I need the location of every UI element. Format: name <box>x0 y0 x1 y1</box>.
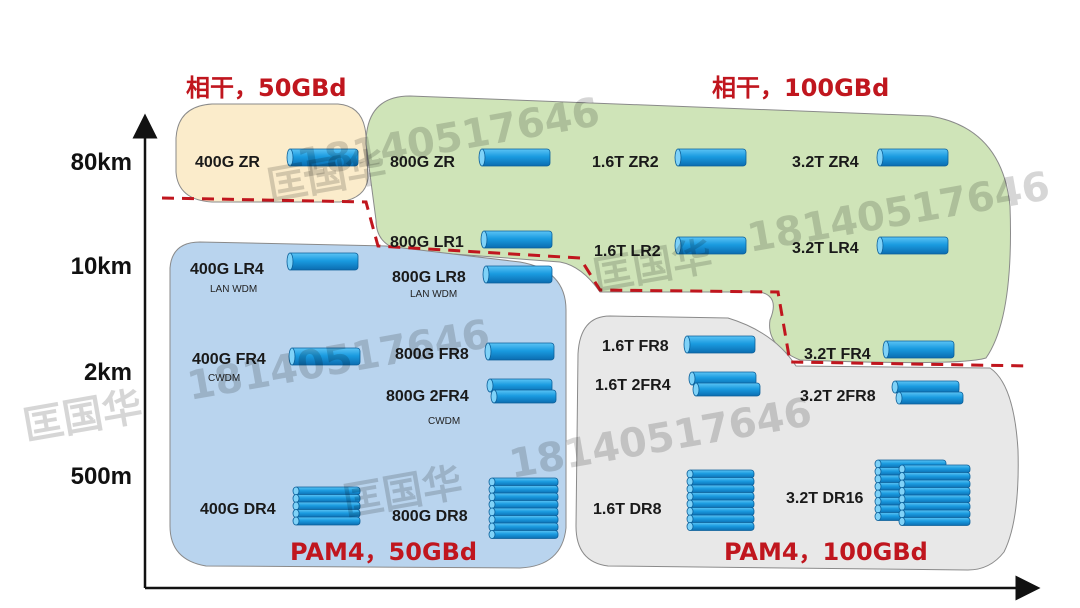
fiber-icon-800g-fr8 <box>484 342 555 361</box>
y-label-500m: 500m <box>71 463 132 490</box>
header-pam4-100gbd: PAM4，100GBd <box>724 538 928 566</box>
fiber-icon-400g-zr <box>286 148 359 167</box>
fiber-icon-800g-lr8 <box>482 265 553 284</box>
label-800g-lr8: 800G LR8 <box>392 269 466 286</box>
fiber-icon-1-6t-2fr4-a <box>688 371 757 386</box>
label-1-6t-fr8: 1.6T FR8 <box>602 338 669 355</box>
fiber-icon-800g-dr8-8 <box>488 530 559 539</box>
fiber-icon-1-6t-dr8-4 <box>686 492 755 501</box>
fiber-icon-1-6t-fr8 <box>683 335 756 354</box>
header-coherent-100gbd: 相干，100GBd <box>712 74 889 102</box>
fiber-icon-800g-dr8-3 <box>488 492 559 502</box>
label-3-2t-zr4: 3.2T ZR4 <box>792 154 859 171</box>
label-400g-dr4: 400G DR4 <box>200 501 276 518</box>
label-1-6t-zr2: 1.6T ZR2 <box>592 154 659 171</box>
fiber-icon-3-2t-dr16-b-4 <box>898 487 971 496</box>
fiber-icon-800g-zr <box>478 148 551 167</box>
coherent-50gbd-region <box>175 103 369 203</box>
fiber-icon-400g-dr4-1 <box>292 486 361 496</box>
fiber-icon-400g-lr4 <box>286 252 359 271</box>
fiber-icons <box>286 148 971 539</box>
label-3-2t-2fr8: 3.2T 2FR8 <box>800 388 876 405</box>
label-800g-dr8: 800G DR8 <box>392 508 468 525</box>
fiber-icon-3-2t-dr16-b-1 <box>898 464 971 474</box>
coherent-pam4-boundary <box>161 196 1031 368</box>
label-400g-fr4: 400G FR4 <box>192 351 266 368</box>
fiber-icon-1-6t-dr8-2 <box>686 477 755 486</box>
fiber-icon-3-2t-zr4 <box>876 148 949 167</box>
fiber-icon-800g-2fr4-a <box>486 378 553 393</box>
fiber-icon-3-2t-lr4 <box>876 236 949 255</box>
label-3-2t-lr4: 3.2T LR4 <box>792 240 859 257</box>
sublabel-400g-fr4: CWDM <box>208 373 240 384</box>
y-label-2km: 2km <box>84 359 132 386</box>
label-3-2t-dr16: 3.2T DR16 <box>786 490 863 507</box>
label-1-6t-2fr4: 1.6T 2FR4 <box>595 377 671 394</box>
fiber-icon-1-6t-2fr4-b <box>692 382 761 397</box>
fiber-icon-800g-lr1 <box>480 230 553 249</box>
fiber-icon-3-2t-fr4 <box>882 340 955 359</box>
label-800g-lr1: 800G LR1 <box>390 234 464 251</box>
y-label-80km: 80km <box>71 149 132 176</box>
fiber-icon-400g-dr4-4 <box>292 509 361 518</box>
sublabel-800g-lr8: LAN WDM <box>410 289 457 300</box>
sublabel-800g-2fr4: CWDM <box>428 416 460 427</box>
module-labels: 400G ZR 800G ZR 1.6T ZR2 3.2T ZR4 800G L… <box>190 154 876 525</box>
label-800g-fr8: 800G FR8 <box>395 346 469 363</box>
fiber-icon-800g-2fr4-b <box>490 389 557 404</box>
label-400g-lr4: 400G LR4 <box>190 261 264 278</box>
fiber-icon-3-2t-2fr8-a <box>891 380 960 394</box>
label-400g-zr: 400G ZR <box>195 154 260 171</box>
label-800g-zr: 800G ZR <box>390 154 455 171</box>
fiber-icon-800g-dr8-4 <box>488 500 559 509</box>
fiber-icon-3-2t-dr16-b-2 <box>898 472 971 481</box>
fiber-icon-3-2t-2fr8-b <box>895 391 964 405</box>
label-3-2t-fr4: 3.2T FR4 <box>804 346 871 363</box>
fiber-icon-1-6t-dr8-7 <box>686 514 755 524</box>
fiber-icon-1-6t-dr8-1 <box>686 469 755 479</box>
header-pam4-50gbd: PAM4，50GBd <box>290 538 477 566</box>
y-label-10km: 10km <box>71 253 132 280</box>
fiber-icon-800g-dr8-5 <box>488 507 559 517</box>
fiber-icon-1-6t-zr2 <box>674 148 747 167</box>
header-coherent-50gbd: 相干，50GBd <box>186 74 347 102</box>
fiber-icon-1-6t-dr8-8 <box>686 522 755 531</box>
fiber-icon-3-2t-dr16-b-6 <box>898 502 971 511</box>
fiber-icon-400g-fr4 <box>288 347 361 366</box>
fiber-icon-1-6t-lr2 <box>674 236 747 255</box>
label-800g-2fr4: 800G 2FR4 <box>386 388 469 405</box>
label-1-6t-dr8: 1.6T DR8 <box>593 501 662 518</box>
fiber-icon-1-6t-dr8-6 <box>686 507 755 516</box>
fiber-icon-3-2t-dr16-b-3 <box>898 479 971 489</box>
fiber-icon-3-2t-dr16-b-5 <box>898 494 971 504</box>
sublabel-400g-lr4: LAN WDM <box>210 284 257 295</box>
pam4-50gbd-region <box>169 241 567 569</box>
label-1-6t-lr2: 1.6T LR2 <box>594 243 661 260</box>
fiber-icon-400g-dr4-5 <box>292 516 361 526</box>
fiber-icon-800g-dr8-6 <box>488 515 559 524</box>
fiber-icon-3-2t-dr16-b-7 <box>898 509 971 519</box>
fiber-icon-800g-dr8-7 <box>488 522 559 532</box>
fiber-icon-3-2t-dr16-b-8 <box>898 517 971 526</box>
fiber-icon-1-6t-dr8-5 <box>686 499 755 509</box>
fiber-icon-1-6t-dr8-3 <box>686 484 755 494</box>
fiber-icon-800g-dr8-1 <box>488 477 559 487</box>
watermark-name-left: 匡国华 <box>20 384 146 450</box>
fiber-icon-800g-dr8-2 <box>488 485 559 494</box>
